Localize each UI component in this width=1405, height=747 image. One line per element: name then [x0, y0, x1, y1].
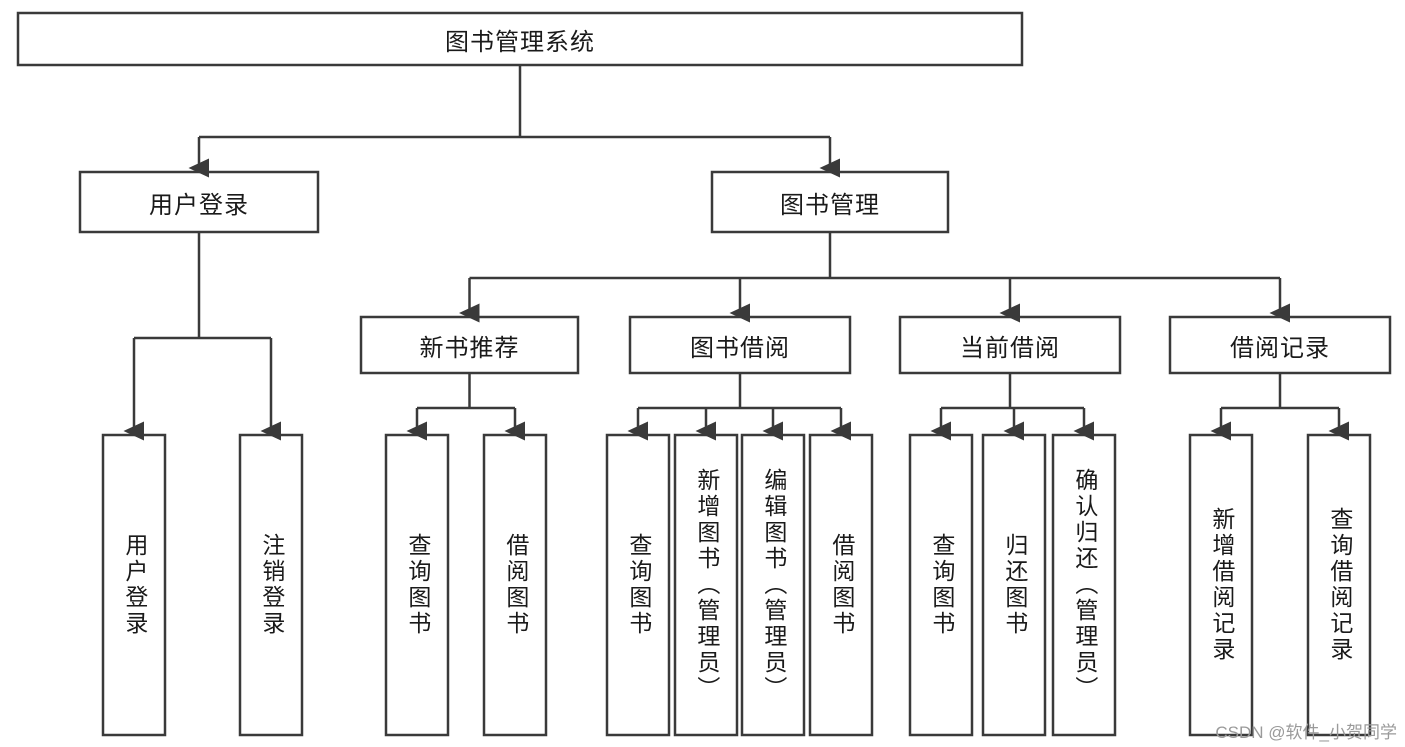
node-box-leaf-11[interactable] — [1188, 433, 1254, 737]
node-box-leaf-9[interactable] — [981, 433, 1047, 737]
connectors-layer — [123, 65, 1350, 441]
node-box-leaf-6[interactable] — [740, 433, 806, 737]
watermark-label: CSDN @软件_小贺同学 — [1215, 723, 1397, 742]
node-box-leaf-4[interactable] — [605, 433, 671, 737]
node-box-leaf-10[interactable] — [1051, 433, 1117, 737]
node-box-root[interactable] — [16, 11, 1024, 67]
node-box-leaf-1[interactable] — [238, 433, 304, 737]
node-box-leaf-8[interactable] — [908, 433, 974, 737]
node-box-leaf-5[interactable] — [673, 433, 739, 737]
node-box-level1-0[interactable] — [78, 170, 320, 234]
node-boxes-layer — [16, 11, 1392, 737]
node-box-leaf-12[interactable] — [1306, 433, 1372, 737]
node-box-level2-0[interactable] — [359, 315, 580, 375]
node-box-level2-1[interactable] — [628, 315, 852, 375]
node-box-leaf-2[interactable] — [384, 433, 450, 737]
node-box-level1-1[interactable] — [710, 170, 950, 234]
node-box-level2-3[interactable] — [1168, 315, 1392, 375]
node-box-leaf-0[interactable] — [101, 433, 167, 737]
node-box-leaf-3[interactable] — [482, 433, 548, 737]
node-box-level2-2[interactable] — [898, 315, 1122, 375]
node-box-leaf-7[interactable] — [808, 433, 874, 737]
